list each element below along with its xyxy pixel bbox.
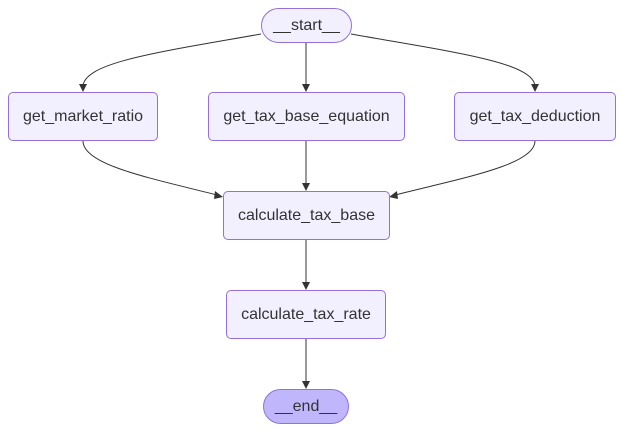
- arrowhead-calc-rate: [302, 282, 310, 290]
- node-start-label: __start__: [273, 16, 340, 34]
- node-calculate-tax-rate: calculate_tax_rate: [226, 290, 386, 339]
- arrowhead-calc-base-left: [214, 191, 223, 199]
- node-get-tax-base-equation: get_tax_base_equation: [208, 92, 405, 141]
- node-get-market-ratio: get_market_ratio: [8, 92, 158, 141]
- edge-start-get-tax-deduction: [350, 33, 536, 87]
- node-end-label: __end__: [274, 397, 338, 415]
- arrowhead-calc-base-right: [389, 191, 398, 199]
- node-get-tax-base-equation-label: get_tax_base_equation: [223, 107, 390, 125]
- edge-get-tax-deduction-calculate-tax-base: [394, 140, 536, 196]
- node-get-tax-deduction-label: get_tax_deduction: [469, 107, 601, 125]
- node-get-market-ratio-label: get_market_ratio: [22, 107, 144, 125]
- arrowhead-get-market-ratio: [79, 84, 87, 92]
- node-calculate-tax-base-label: calculate_tax_base: [238, 206, 375, 224]
- arrowhead-calc-base-center: [302, 183, 310, 191]
- arrowhead-end: [302, 381, 310, 389]
- edge-start-get-market-ratio: [82, 33, 262, 87]
- node-calculate-tax-base: calculate_tax_base: [223, 191, 390, 240]
- node-get-tax-deduction: get_tax_deduction: [454, 92, 616, 141]
- arrowhead-get-tax-deduction: [531, 84, 539, 92]
- node-end: __end__: [263, 389, 349, 424]
- node-calculate-tax-rate-label: calculate_tax_rate: [241, 305, 371, 323]
- edge-get-market-ratio-calculate-tax-base: [82, 140, 218, 196]
- node-start: __start__: [261, 8, 352, 43]
- arrowhead-get-tax-base-equation: [302, 84, 310, 92]
